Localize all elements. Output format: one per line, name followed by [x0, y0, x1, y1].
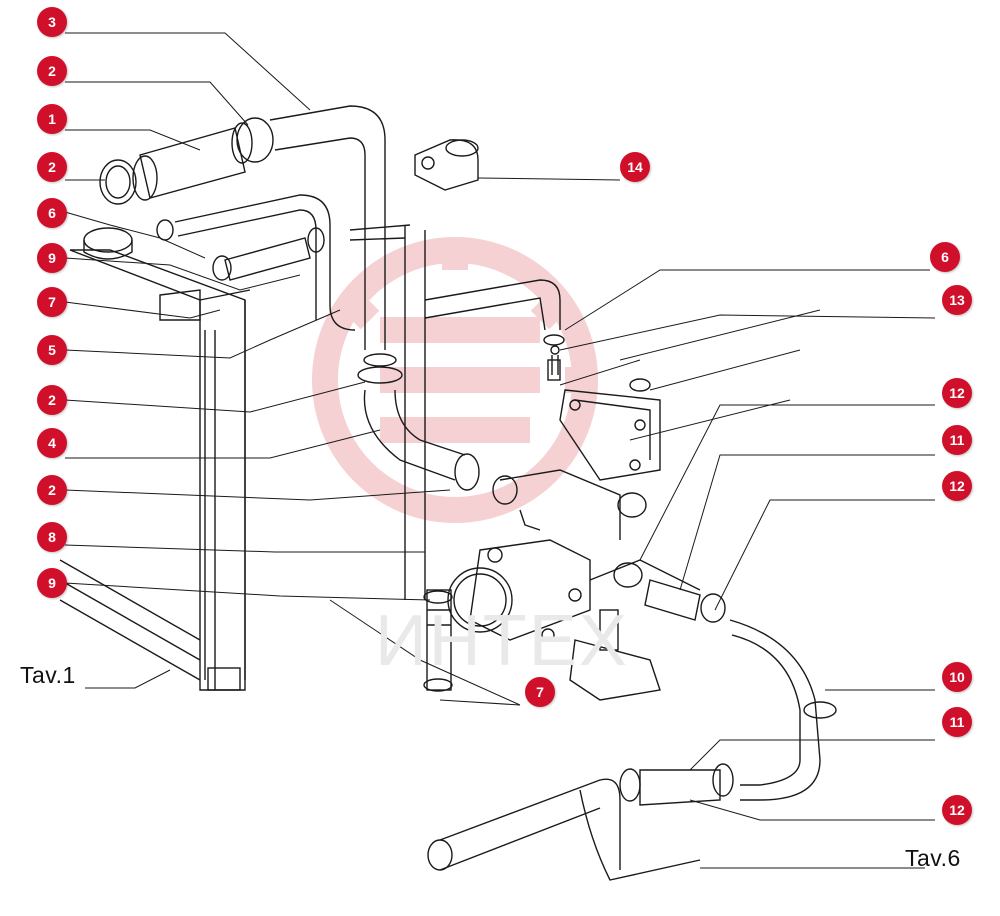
hose-1: [99, 127, 246, 205]
callout-7: 7: [37, 287, 67, 317]
fitting-13: [543, 334, 565, 381]
callout-9: 9: [37, 243, 67, 273]
watermark-text: ИНТЕХ: [375, 601, 629, 681]
callout-14: 14: [620, 152, 650, 182]
callout-12: 12: [942, 795, 972, 825]
upper-hose-pipe: [231, 105, 386, 350]
callout-2: 2: [37, 385, 67, 415]
callout-6: 6: [930, 242, 960, 272]
vertical-pipe: [349, 224, 561, 600]
callout-2: 2: [37, 152, 67, 182]
callout-2: 2: [37, 56, 67, 86]
right-hoses: [427, 562, 837, 881]
elbow-hose-4: [357, 353, 480, 491]
water-pump: [447, 539, 701, 701]
callout-2: 2: [37, 475, 67, 505]
table-reference-right: Tav.6: [905, 845, 961, 871]
callout-5: 5: [37, 335, 67, 365]
callout-11: 11: [942, 707, 972, 737]
callout-3: 3: [37, 7, 67, 37]
part-14: [414, 139, 479, 191]
small-pipes: [156, 194, 356, 331]
callout-9: 9: [37, 568, 67, 598]
thermostat-housing: [492, 345, 661, 540]
callout-11: 11: [942, 425, 972, 455]
callout-1: 1: [37, 104, 67, 134]
bottom-pipe: [423, 589, 453, 692]
callout-12: 12: [942, 471, 972, 501]
callout-13: 13: [942, 285, 972, 315]
table-reference-left: Tav.1: [20, 662, 76, 688]
watermark-logo: [312, 237, 598, 523]
callout-4: 4: [37, 428, 67, 458]
callout-8: 8: [37, 522, 67, 552]
callout-7: 7: [525, 677, 555, 707]
leader-lines: [64, 32, 936, 869]
callout-12: 12: [942, 378, 972, 408]
callout-10: 10: [942, 662, 972, 692]
radiator: [59, 227, 251, 691]
callout-6: 6: [37, 198, 67, 228]
